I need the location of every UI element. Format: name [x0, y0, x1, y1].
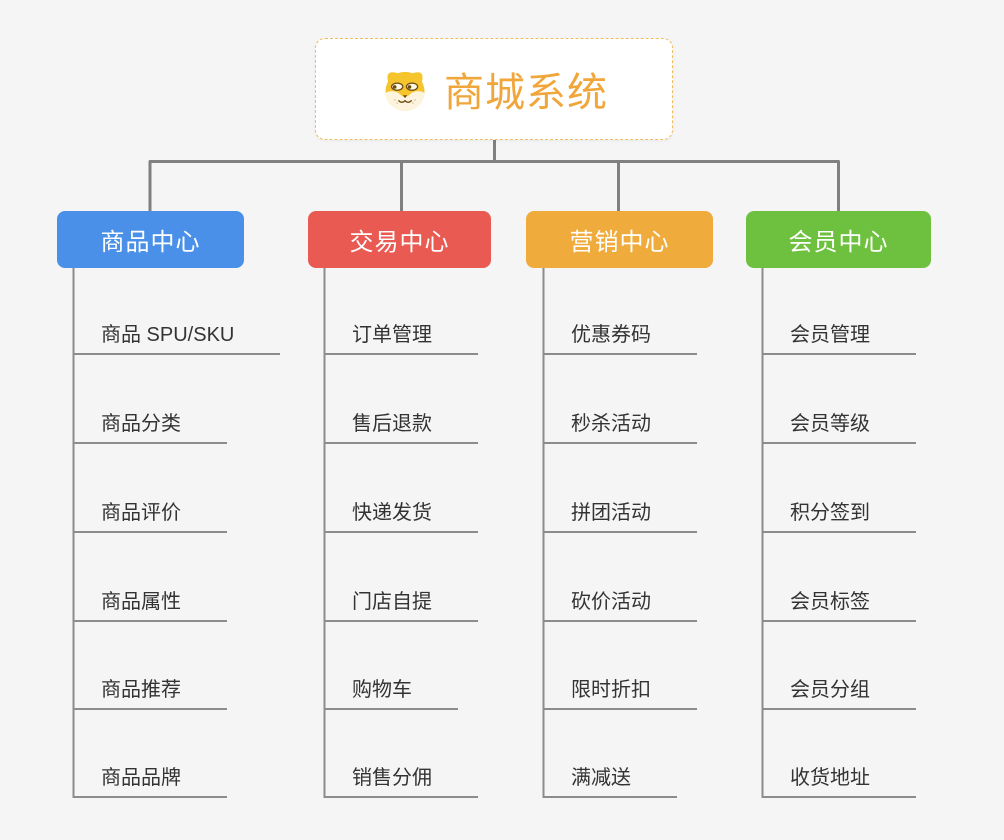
subtopic[interactable]: 会员分组 [762, 672, 916, 710]
branch-topic-product-center[interactable]: 商品中心 [57, 211, 244, 268]
subtopic[interactable]: 商品属性 [73, 584, 227, 622]
subtopic[interactable]: 销售分佣 [324, 760, 478, 798]
branch-topic-marketing-center[interactable]: 营销中心 [526, 211, 713, 268]
doge-icon [385, 71, 425, 111]
root-topic-label: 商城系统 [444, 71, 608, 115]
subtopic[interactable]: 售后退款 [324, 406, 478, 444]
subtopic[interactable]: 商品推荐 [73, 672, 227, 710]
root-topic[interactable]: 商城系统 [315, 38, 673, 140]
subtopic[interactable]: 门店自提 [324, 584, 478, 622]
branch-topic-trade-center[interactable]: 交易中心 [308, 211, 491, 268]
subtopic[interactable]: 积分签到 [762, 495, 916, 533]
subtopic[interactable]: 满减送 [543, 760, 677, 798]
subtopic[interactable]: 商品品牌 [73, 760, 227, 798]
subtopic[interactable]: 会员管理 [762, 317, 916, 355]
subtopic[interactable]: 订单管理 [324, 317, 478, 355]
subtopic[interactable]: 商品评价 [73, 495, 227, 533]
subtopic[interactable]: 收货地址 [762, 760, 916, 798]
subtopic[interactable]: 购物车 [324, 672, 458, 710]
subtopic[interactable]: 快递发货 [324, 495, 478, 533]
subtopic[interactable]: 拼团活动 [543, 495, 697, 533]
subtopic[interactable]: 会员标签 [762, 584, 916, 622]
subtopic[interactable]: 商品 SPU/SKU [73, 317, 281, 355]
subtopic[interactable]: 会员等级 [762, 406, 916, 444]
branch-topic-member-center[interactable]: 会员中心 [746, 211, 931, 268]
subtopic[interactable]: 秒杀活动 [543, 406, 697, 444]
subtopic[interactable]: 商品分类 [73, 406, 227, 444]
subtopic[interactable]: 优惠券码 [543, 317, 697, 355]
subtopic[interactable]: 砍价活动 [543, 584, 697, 622]
subtopic[interactable]: 限时折扣 [543, 672, 697, 710]
